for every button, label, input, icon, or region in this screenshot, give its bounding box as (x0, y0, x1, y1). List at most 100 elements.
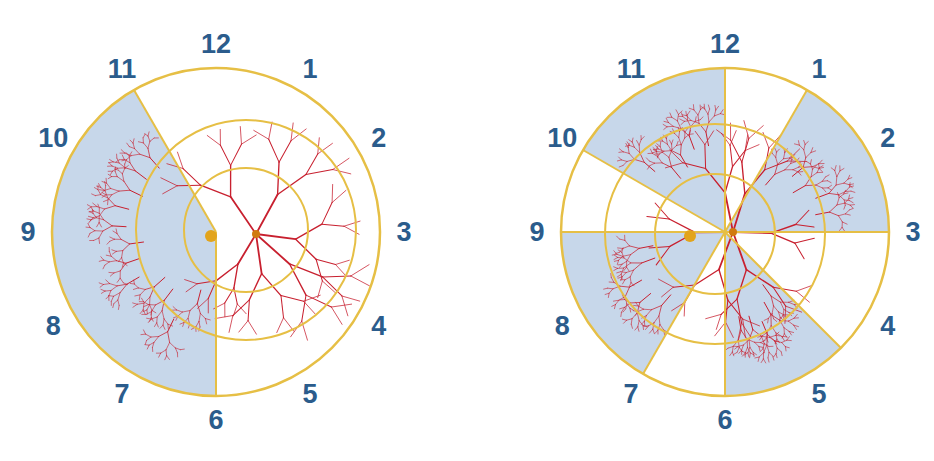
vessel (91, 206, 97, 207)
vessel (837, 198, 839, 205)
vessel (624, 263, 631, 268)
vessel (182, 311, 190, 313)
vessel (739, 350, 742, 353)
vessel (162, 311, 164, 319)
vessel (742, 323, 752, 338)
vessel (717, 130, 731, 140)
vessel (159, 353, 161, 357)
vessel (750, 347, 753, 352)
vessel (845, 199, 849, 203)
optic-disc (252, 230, 260, 238)
vessel (170, 343, 176, 348)
vessel (644, 309, 652, 311)
vessel (630, 277, 632, 283)
vessel (794, 144, 799, 145)
vessel (816, 181, 822, 185)
vessel (654, 148, 659, 150)
vessel (231, 197, 256, 234)
vessel (122, 263, 123, 267)
vessel (629, 280, 641, 287)
vessel (646, 158, 649, 161)
vessel (112, 166, 118, 168)
vessel (734, 352, 738, 354)
shaded-sector (52, 90, 216, 396)
vessel (165, 356, 167, 360)
vessel (304, 301, 316, 314)
vessel (695, 120, 700, 122)
vessel (777, 149, 780, 152)
vessel (646, 310, 651, 316)
vessel (681, 121, 684, 124)
vessel (761, 343, 765, 345)
vessel (256, 195, 278, 234)
vessel (156, 317, 157, 323)
vessel (119, 163, 125, 168)
vessel (248, 321, 256, 335)
vessel (663, 124, 667, 126)
vessel (621, 274, 623, 279)
vessel (87, 205, 91, 207)
vessel (142, 314, 147, 315)
vessel (700, 105, 701, 109)
vessel (164, 319, 168, 324)
vessel (248, 300, 249, 321)
vessel (147, 345, 149, 349)
vessel (161, 350, 166, 353)
vessel (631, 319, 633, 324)
vessel (634, 147, 639, 152)
vessel (631, 262, 642, 263)
vessel (785, 347, 789, 348)
vessel (278, 174, 306, 194)
vessel (677, 144, 681, 145)
vessel (791, 162, 797, 164)
vessel (604, 288, 608, 290)
zone-three-ring (52, 68, 380, 396)
vessel (110, 171, 112, 174)
vessel (764, 302, 771, 314)
retina-chart (52, 68, 380, 396)
vessel (624, 267, 627, 270)
vessel (770, 337, 775, 340)
vessel (126, 156, 131, 160)
clock-hour-line (134, 90, 216, 232)
vessel (839, 214, 846, 216)
clock-number: 7 (114, 381, 129, 408)
zone-two-ring (136, 120, 356, 340)
vessel (614, 268, 618, 270)
vessel (336, 260, 350, 264)
vessel (190, 304, 197, 311)
vessel (776, 333, 782, 337)
vessel (804, 140, 805, 144)
vessel (130, 140, 133, 143)
vessel (766, 334, 768, 345)
vessel (700, 107, 703, 110)
vessel (768, 352, 769, 358)
vessel (140, 289, 145, 294)
vessel (269, 139, 279, 162)
vessel (630, 302, 640, 304)
clock-number: 9 (20, 219, 35, 246)
vessel (164, 289, 172, 300)
vessel (91, 207, 94, 211)
vessel (823, 188, 826, 192)
vessel (642, 258, 655, 263)
vessel (138, 142, 143, 143)
vessel (825, 175, 829, 177)
vessel (111, 286, 117, 291)
vessel (93, 216, 99, 218)
vessel (143, 143, 148, 148)
vessel (759, 347, 764, 348)
vessel (104, 220, 112, 226)
vessel (810, 160, 812, 164)
vessel (279, 141, 291, 162)
vessel (733, 346, 737, 347)
vessel (89, 212, 93, 214)
vessel (196, 321, 199, 327)
vessel (672, 117, 678, 121)
vessel (689, 127, 690, 136)
vessel (787, 149, 799, 161)
vessel (166, 350, 168, 356)
vessel (166, 343, 170, 350)
vessel (316, 259, 322, 281)
vessel (842, 222, 847, 224)
